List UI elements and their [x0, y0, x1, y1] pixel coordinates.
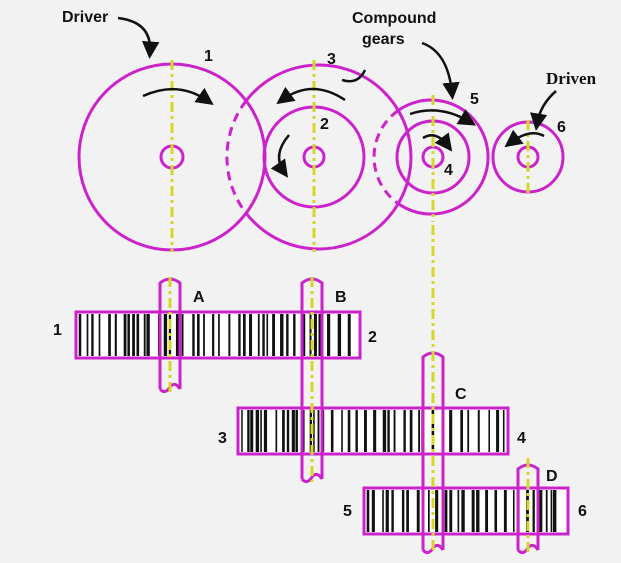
side-gear-3-label: 3 [218, 430, 227, 447]
side-gear-4-label: 4 [517, 430, 526, 447]
leader-driver [117, 16, 160, 59]
gear-1-label: 1 [204, 48, 213, 65]
gear-5-hidden-arc [372, 109, 399, 205]
gear-3-hidden-arc [225, 99, 248, 213]
front-centerlines [170, 60, 530, 252]
gear-6-label: 6 [557, 119, 566, 136]
arrow-gear-5 [409, 109, 477, 126]
arrow-gear-3 [276, 86, 346, 105]
side-gear-1-label: 1 [53, 322, 62, 339]
side-gear-5-label: 5 [343, 503, 352, 520]
arrow-gear-2 [270, 134, 290, 178]
compound-label-line2: gears [362, 31, 405, 48]
leader-driven [529, 90, 557, 131]
gear-2-label: 2 [320, 116, 329, 133]
arrow-gear-6 [504, 129, 545, 148]
side-centerlines [168, 225, 530, 553]
side-gear-1-band [74, 310, 362, 360]
side-gear-6-label: 6 [578, 503, 587, 520]
side-gear-2-label: 2 [368, 329, 377, 346]
rotation-arrows [142, 86, 545, 178]
driver-label: Driver [62, 9, 108, 26]
arrow-gear-1 [142, 87, 214, 106]
label-leaders [117, 16, 557, 131]
side-view-gears [74, 310, 570, 536]
side-gear-5-band [362, 486, 570, 536]
side-gear-3-band [236, 406, 510, 456]
arrow-gear-4 [422, 132, 453, 152]
shaft-b-label: B [335, 289, 347, 306]
gear-5-label: 5 [470, 91, 479, 108]
leader-gear-3 [341, 69, 367, 83]
compound-label-line1: Compound [352, 10, 436, 27]
gear-3-label: 3 [327, 51, 336, 68]
driven-label: Driven [546, 69, 597, 88]
shaft-a-label: A [193, 289, 205, 306]
shaft-c-label: C [455, 386, 467, 403]
gear-4-label: 4 [444, 162, 453, 179]
gear-3-circle [243, 63, 413, 251]
leader-compound [421, 41, 460, 100]
shaft-d-label: D [546, 468, 558, 485]
